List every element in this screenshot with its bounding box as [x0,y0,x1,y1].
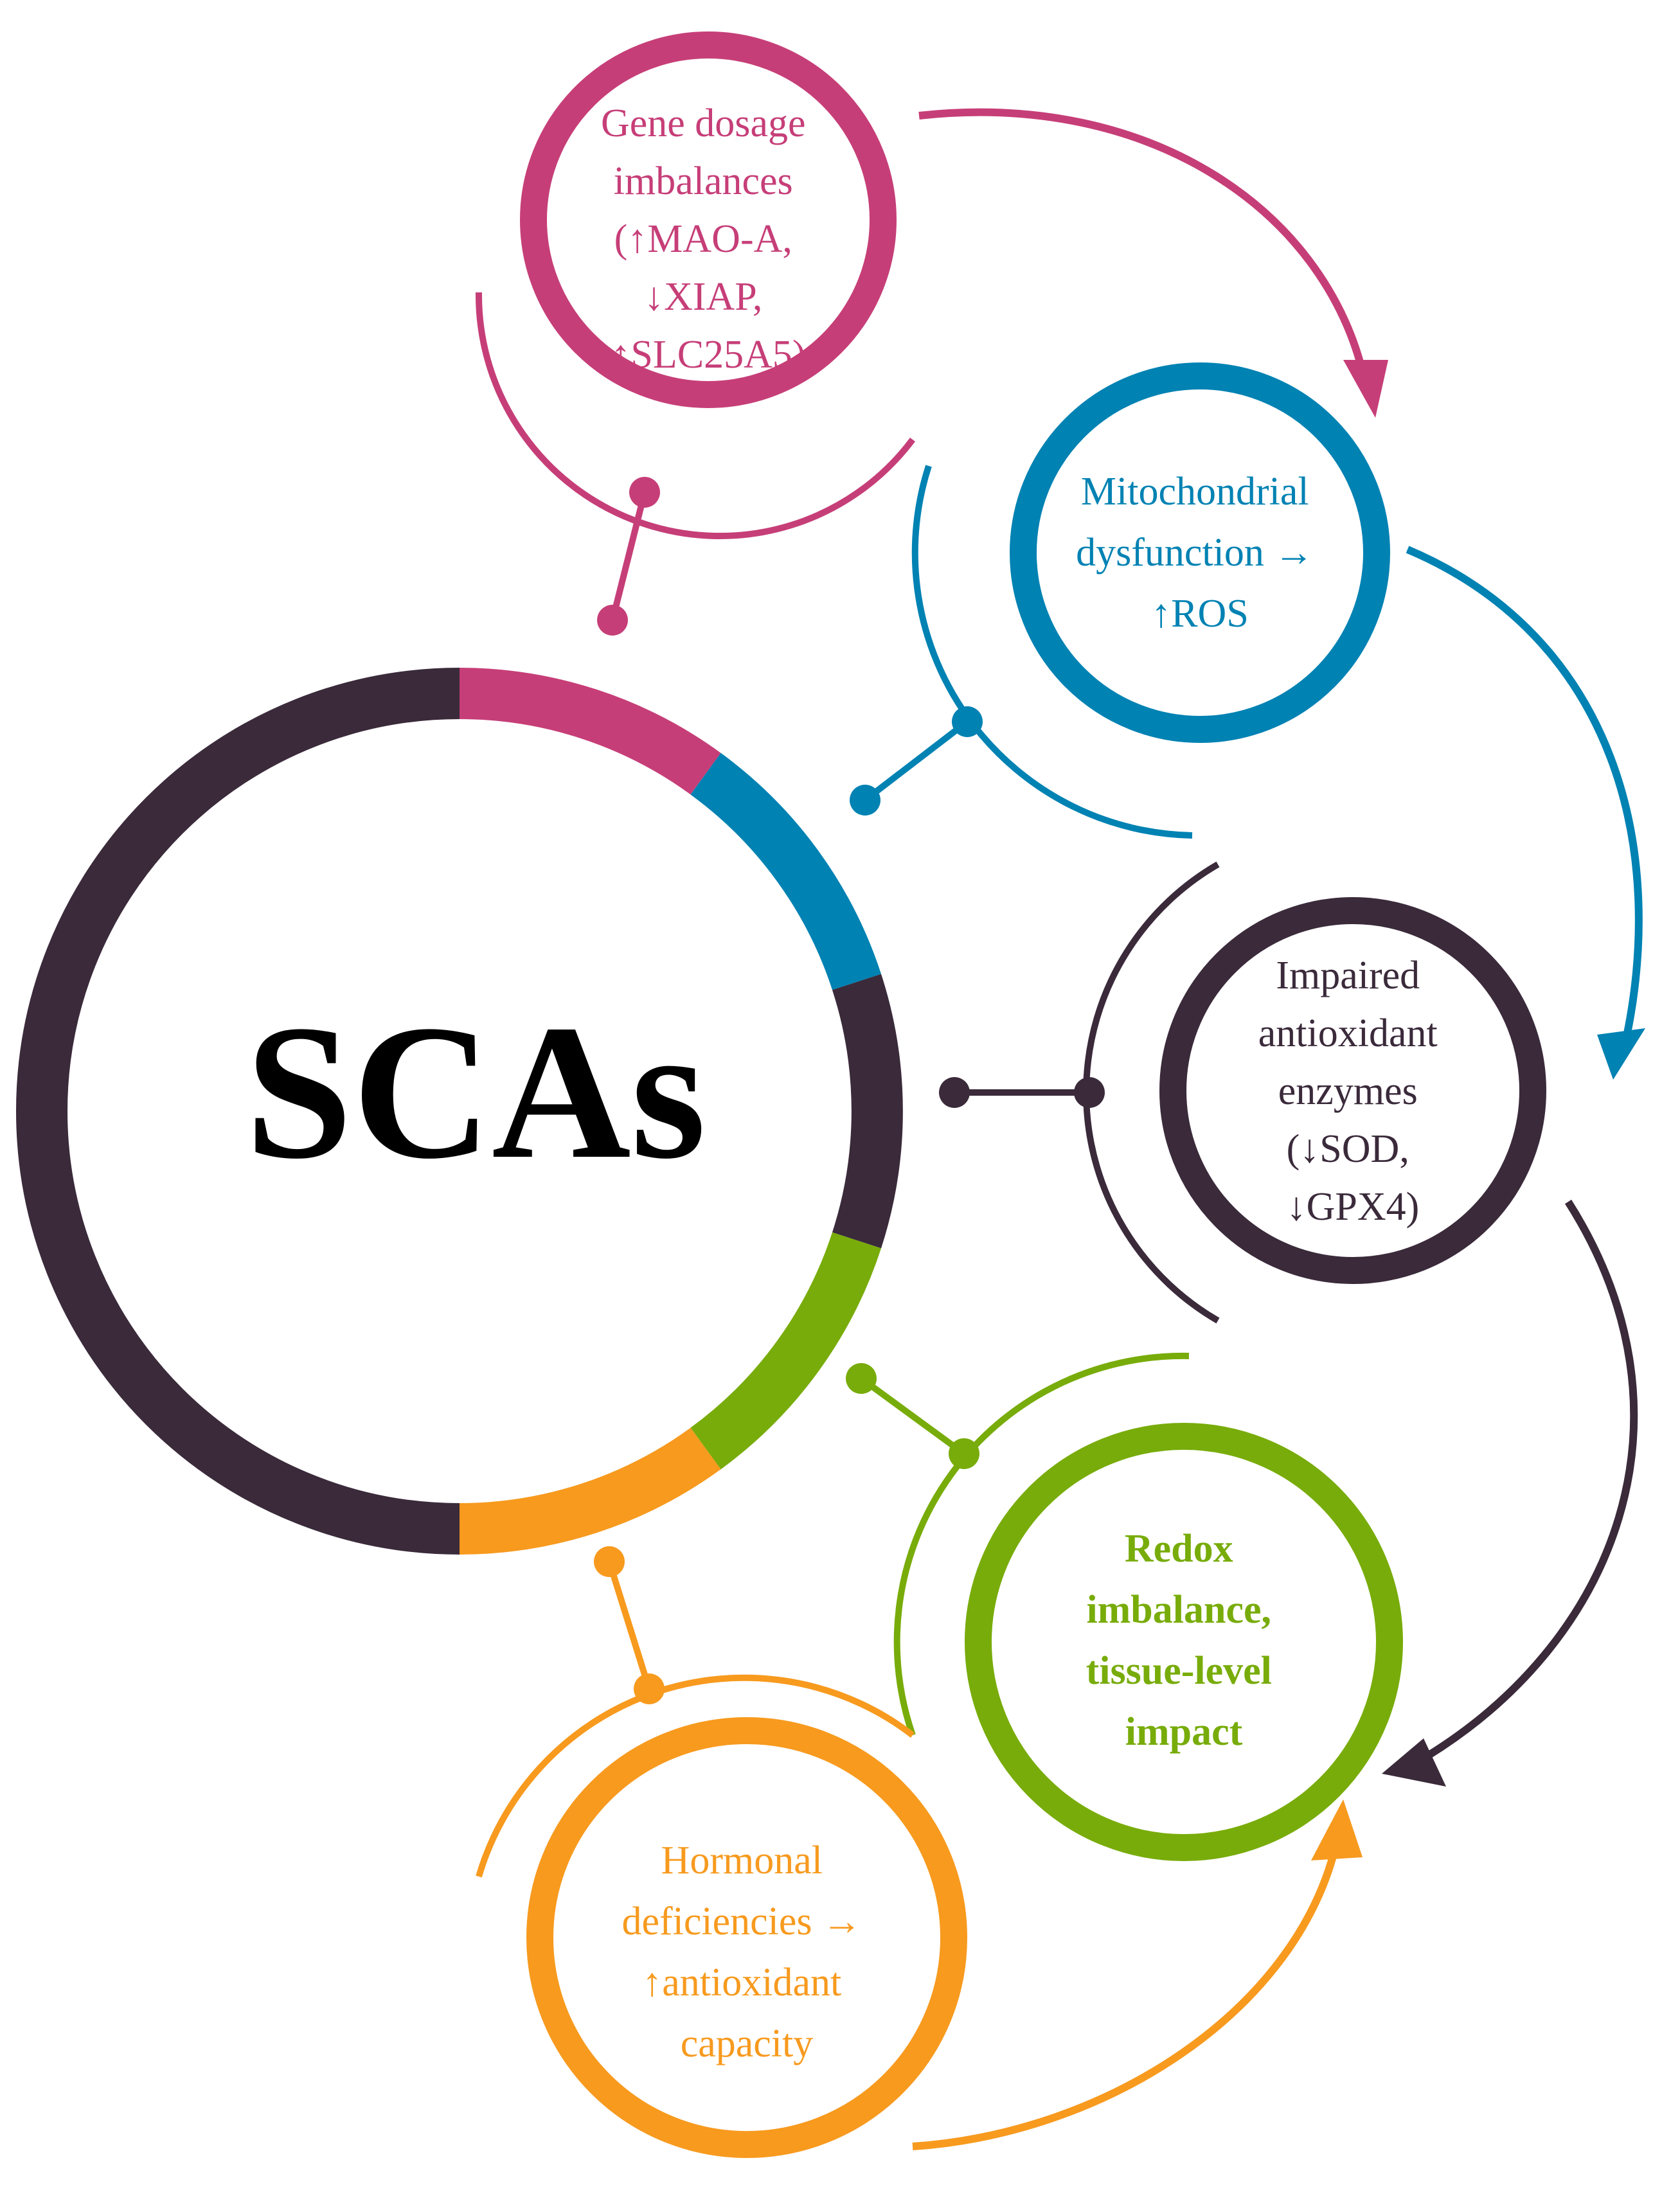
arrow-mito-to-antiox-head [1597,1028,1645,1080]
node-impaired-antioxidant-line-2: antioxidant [1258,1012,1438,1055]
node-hormonal-deficiencies-line-1: Hormonal [661,1839,823,1882]
node-gene-dosage-ring [520,31,897,408]
arrow-hormone-to-redox-head [1311,1799,1363,1860]
node-gene-dosage-connector-dot-outer [629,477,660,508]
node-impaired-antioxidant-connector-dot-inner [939,1077,970,1108]
node-hormonal-deficiencies-connector [606,1560,652,1690]
node-hormonal-deficiencies-ring [526,1717,967,2158]
node-mitochondrial-ring [1010,362,1390,743]
node-gene-dosage-line-3: (↑MAO-A, [614,217,792,261]
node-gene-dosage-line-4: ↓XIAP, [644,275,762,319]
node-redox-imbalance-outer-arc [893,1352,1190,1736]
node-gene-dosage-line-5: ↑SLC25A5) [611,333,805,377]
node-impaired-antioxidant-line-3: enzymes [1278,1069,1418,1113]
node-impaired-antioxidant-line-4: (↓SOD, [1287,1127,1409,1171]
arrow-mito-to-antiox [1406,546,1643,1055]
node-redox-imbalance-connector [859,1375,966,1457]
node-mitochondrial: Mitochondrial dysfunction → ↑ROS [850,362,1390,839]
center-title: SCAs [246,985,706,1199]
node-hormonal-deficiencies-line-2: deficiencies → [621,1900,862,1943]
center-ring-segment-dark-right [832,974,903,1249]
node-hormonal-deficiencies-line-4: capacity [681,2022,814,2065]
node-gene-dosage-outer-arc [475,292,915,540]
node-hormonal-deficiencies-connector-dot-outer [634,1673,665,1704]
node-impaired-antioxidant-line-1: Impaired [1276,954,1420,997]
arrow-hormone-to-redox [912,1840,1341,2150]
node-redox-imbalance: Redox imbalance, tissue-level impact [846,1352,1403,1861]
node-mitochondrial-line-3: ↑ROS [1151,592,1249,636]
center-ring-segment-blue [690,753,882,990]
node-mitochondrial-connector-dot-outer [952,706,983,737]
node-impaired-antioxidant-ring [1159,897,1546,1284]
node-redox-imbalance-line-2: imbalance, [1086,1588,1271,1632]
center-ring-segment-dark-left [16,668,460,1555]
arrow-gene-to-mito-head [1343,360,1388,418]
node-redox-imbalance-connector-dot-inner [846,1363,877,1394]
node-impaired-antioxidant-connector-dot-outer [1074,1077,1105,1108]
arrow-gene-to-mito [918,108,1370,387]
node-gene-dosage-label: Gene dosage imbalances (↑MAO-A, ↓XIAP, ↑… [601,102,816,377]
node-redox-imbalance-line-3: tissue-level [1086,1649,1272,1693]
node-redox-imbalance-line-4: impact [1125,1710,1243,1754]
arrow-antiox-to-redox [1411,1199,1638,1768]
node-redox-imbalance-connector-dot-outer [949,1438,979,1469]
center-ring-segment-green [690,1232,882,1470]
node-impaired-antioxidant-outer-arc [1083,861,1220,1324]
flow-arrows [912,108,1645,2150]
node-hormonal-deficiencies-label: Hormonal deficiencies → ↑antioxidant cap… [621,1839,871,2065]
node-impaired-antioxidant: Impaired antioxidant enzymes (↓SOD, ↓GPX… [939,861,1546,1324]
node-gene-dosage-connector-dot-inner [597,605,628,636]
center-ring-segment-orange [459,1427,721,1555]
node-gene-dosage-line-2: imbalances [614,159,793,203]
node-mitochondrial-connector [862,719,970,803]
node-mitochondrial-line-1: Mitochondrial [1081,470,1309,513]
node-hormonal-deficiencies-connector-dot-inner [594,1546,625,1577]
node-mitochondrial-label: Mitochondrial dysfunction → ↑ROS [1076,470,1324,636]
node-redox-imbalance-ring [965,1423,1403,1861]
node-impaired-antioxidant-label: Impaired antioxidant enzymes (↓SOD, ↓GPX… [1258,954,1447,1229]
node-mitochondrial-line-2: dysfunction → [1076,531,1314,575]
arrow-antiox-to-redox-head [1382,1738,1446,1787]
node-mitochondrial-connector-dot-inner [850,785,880,816]
center-ring [16,668,903,1555]
node-gene-dosage-connector [609,491,648,621]
center-ring-segment-magenta [459,668,721,795]
node-hormonal-deficiencies: Hormonal deficiencies → ↑antioxidant cap… [476,1546,967,2158]
node-redox-imbalance-line-1: Redox [1125,1527,1233,1571]
node-hormonal-deficiencies-line-3: ↑antioxidant [642,1961,841,2004]
node-gene-dosage: Gene dosage imbalances (↑MAO-A, ↓XIAP, ↑… [475,31,915,636]
node-gene-dosage-line-1: Gene dosage [601,102,805,145]
node-impaired-antioxidant-line-5: ↓GPX4) [1287,1185,1420,1229]
node-redox-imbalance-label: Redox imbalance, tissue-level impact [1086,1527,1282,1754]
